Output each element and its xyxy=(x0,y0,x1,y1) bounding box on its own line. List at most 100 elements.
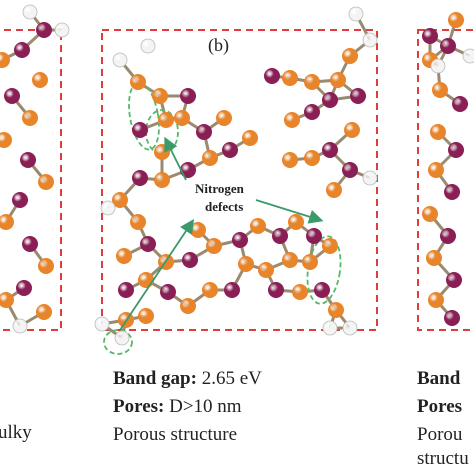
atom-nitrogen-icon xyxy=(154,144,170,160)
band-gap-line: Band gap: 2.65 eV xyxy=(113,368,262,390)
atom-carbon-icon xyxy=(272,228,288,244)
atom-carbon-icon xyxy=(342,162,358,178)
left-caption-text: ulky xyxy=(0,422,32,443)
atom-nitrogen-icon xyxy=(202,150,218,166)
structure-text: Porous structure xyxy=(113,424,238,445)
atom-hydrogen-icon xyxy=(140,38,156,54)
atom-hydrogen-icon xyxy=(462,48,474,64)
atom-nitrogen-icon xyxy=(432,82,448,98)
atom-nitrogen-icon xyxy=(38,174,54,190)
atom-hydrogen-icon xyxy=(362,32,378,48)
atom-carbon-icon xyxy=(314,282,330,298)
structure-line: Porous structure xyxy=(113,424,237,446)
atom-hydrogen-icon xyxy=(54,22,70,38)
defect-arrow xyxy=(164,136,187,181)
defect-arrow xyxy=(255,199,324,224)
annotation-line-2: defects xyxy=(205,199,243,214)
atom-nitrogen-icon xyxy=(202,282,218,298)
atom-carbon-icon xyxy=(304,104,320,120)
atom-nitrogen-icon xyxy=(282,152,298,168)
atom-nitrogen-icon xyxy=(344,122,360,138)
atom-carbon-icon xyxy=(452,96,468,112)
atom-carbon-icon xyxy=(4,88,20,104)
atom-hydrogen-icon xyxy=(22,4,38,20)
defect-arrows xyxy=(119,136,324,331)
atom-carbon-icon xyxy=(132,122,148,138)
atom-nitrogen-icon xyxy=(326,182,342,198)
left-caption: ulky xyxy=(0,422,32,444)
atom-nitrogen-icon xyxy=(342,48,358,64)
atom-carbon-icon xyxy=(444,184,460,200)
defect-ring xyxy=(128,81,160,151)
atom-carbon-icon xyxy=(322,142,338,158)
atom-hydrogen-icon xyxy=(100,200,116,216)
atom-nitrogen-icon xyxy=(430,124,446,140)
atom-hydrogen-icon xyxy=(112,52,128,68)
atom-nitrogen-icon xyxy=(250,218,266,234)
right-cell-frame xyxy=(417,29,474,331)
atom-nitrogen-icon xyxy=(0,214,14,230)
atom-nitrogen-icon xyxy=(330,72,346,88)
right-band-label: Band xyxy=(417,368,461,389)
atom-nitrogen-icon xyxy=(282,70,298,86)
right-pores-line: Pores xyxy=(417,396,462,418)
atom-carbon-icon xyxy=(12,192,28,208)
atom-nitrogen-icon xyxy=(130,74,146,90)
atom-nitrogen-icon xyxy=(428,292,444,308)
atom-nitrogen-icon xyxy=(238,256,254,272)
atom-carbon-icon xyxy=(224,282,240,298)
atom-carbon-icon xyxy=(36,22,52,38)
defect-arrow xyxy=(119,219,194,331)
atom-nitrogen-icon xyxy=(258,262,274,278)
atom-nitrogen-icon xyxy=(304,150,320,166)
right-porous-text: Porou xyxy=(417,424,463,445)
atom-carbon-icon xyxy=(264,68,280,84)
atom-nitrogen-icon xyxy=(138,308,154,324)
atom-carbon-icon xyxy=(20,152,36,168)
right-pores-label: Pores xyxy=(417,396,463,417)
atom-nitrogen-icon xyxy=(190,222,206,238)
atom-nitrogen-icon xyxy=(38,258,54,274)
band-gap-label: Band gap: xyxy=(113,368,197,389)
pores-label: Pores: xyxy=(113,396,165,417)
atom-nitrogen-icon xyxy=(116,248,132,264)
atom-carbon-icon xyxy=(422,28,438,44)
atom-carbon-icon xyxy=(160,284,176,300)
panel-label: (b) xyxy=(208,35,229,56)
atom-carbon-icon xyxy=(182,252,198,268)
atom-nitrogen-icon xyxy=(152,88,168,104)
atom-carbon-icon xyxy=(232,232,248,248)
atom-nitrogen-icon xyxy=(158,112,174,128)
atom-nitrogen-icon xyxy=(180,298,196,314)
atom-carbon-icon xyxy=(118,282,134,298)
atom-hydrogen-icon xyxy=(348,6,364,22)
atom-nitrogen-icon xyxy=(282,252,298,268)
annotation-line-1: Nitrogen xyxy=(195,181,245,196)
atom-nitrogen-icon xyxy=(32,72,48,88)
defect-ring xyxy=(103,329,133,355)
right-band-line: Band xyxy=(417,368,460,390)
atom-nitrogen-icon xyxy=(304,74,320,90)
atom-carbon-icon xyxy=(306,228,322,244)
atom-carbon-icon xyxy=(268,282,284,298)
atom-carbon-icon xyxy=(322,92,338,108)
atom-carbon-icon xyxy=(222,142,238,158)
atom-carbon-icon xyxy=(446,272,462,288)
atom-carbon-icon xyxy=(180,162,196,178)
atom-hydrogen-icon xyxy=(94,316,110,332)
atom-hydrogen-icon xyxy=(114,330,130,346)
atom-carbon-icon xyxy=(440,38,456,54)
atom-carbon-icon xyxy=(16,280,32,296)
atom-nitrogen-icon xyxy=(0,132,12,148)
atom-carbon-icon xyxy=(350,88,366,104)
atom-carbon-icon xyxy=(180,88,196,104)
atom-carbon-icon xyxy=(132,170,148,186)
atom-carbon-icon xyxy=(440,228,456,244)
atom-carbon-icon xyxy=(448,142,464,158)
atom-nitrogen-icon xyxy=(138,272,154,288)
atom-nitrogen-icon xyxy=(322,238,338,254)
atom-nitrogen-icon xyxy=(428,162,444,178)
pores-line: Pores: D>10 nm xyxy=(113,396,242,418)
right-structure-text: structu xyxy=(417,448,469,469)
